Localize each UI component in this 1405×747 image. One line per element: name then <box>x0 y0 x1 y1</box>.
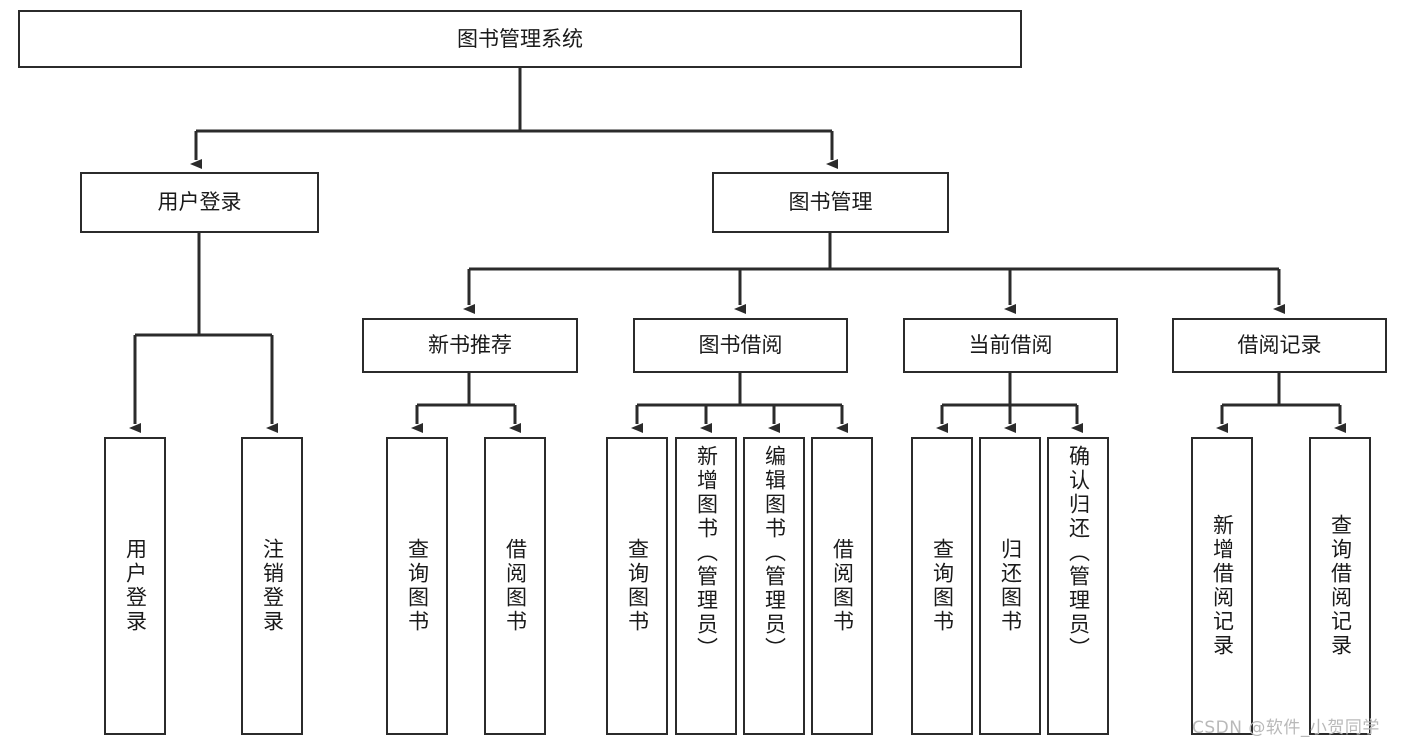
leaf-label: 借阅图书 <box>503 538 528 634</box>
node-book-borrow[interactable]: 图书借阅 <box>633 318 848 373</box>
leaf-add-borrow-record[interactable]: 新增借阅记录 <box>1191 437 1253 735</box>
leaf-borrow-book-recommend[interactable]: 借阅图书 <box>484 437 546 735</box>
watermark-text: CSDN @软件_小贺同学 <box>1192 718 1380 738</box>
leaf-logout-login[interactable]: 注销登录 <box>241 437 303 735</box>
node-label: 当前借阅 <box>968 333 1053 358</box>
leaf-label: 新增借阅记录 <box>1210 514 1235 658</box>
leaf-label: 查询图书 <box>405 538 430 634</box>
leaf-label: 查询图书 <box>625 538 650 634</box>
leaf-add-book-admin[interactable]: 新增图书（管理员） <box>675 437 737 735</box>
node-label: 图书管理 <box>788 190 873 215</box>
leaf-label: 编辑图书（管理员） <box>762 445 787 661</box>
node-root-library-management-system[interactable]: 图书管理系统 <box>18 10 1022 68</box>
leaf-label: 查询图书 <box>930 538 955 634</box>
leaf-user-login[interactable]: 用户登录 <box>104 437 166 735</box>
leaf-label: 确认归还（管理员） <box>1066 445 1091 661</box>
node-user-login[interactable]: 用户登录 <box>80 172 319 233</box>
leaf-query-book-current[interactable]: 查询图书 <box>911 437 973 735</box>
node-label: 新书推荐 <box>428 333 512 358</box>
leaf-borrow-book[interactable]: 借阅图书 <box>811 437 873 735</box>
node-label: 借阅记录 <box>1237 333 1322 358</box>
leaf-label: 借阅图书 <box>830 538 855 634</box>
node-borrow-record[interactable]: 借阅记录 <box>1172 318 1387 373</box>
leaf-query-book-borrow[interactable]: 查询图书 <box>606 437 668 735</box>
node-label: 用户登录 <box>157 190 242 215</box>
node-book-management[interactable]: 图书管理 <box>712 172 949 233</box>
leaf-label: 新增图书（管理员） <box>694 445 719 661</box>
leaf-label: 注销登录 <box>260 538 285 634</box>
leaf-query-borrow-record[interactable]: 查询借阅记录 <box>1309 437 1371 735</box>
leaf-confirm-return-admin[interactable]: 确认归还（管理员） <box>1047 437 1109 735</box>
leaf-label: 用户登录 <box>123 538 148 634</box>
node-label: 图书管理系统 <box>457 26 583 51</box>
node-new-book-recommend[interactable]: 新书推荐 <box>362 318 578 373</box>
leaf-query-book-recommend[interactable]: 查询图书 <box>386 437 448 735</box>
leaf-return-book[interactable]: 归还图书 <box>979 437 1041 735</box>
leaf-label: 查询借阅记录 <box>1328 514 1353 658</box>
node-label: 图书借阅 <box>698 333 783 358</box>
leaf-edit-book-admin[interactable]: 编辑图书（管理员） <box>743 437 805 735</box>
leaf-label: 归还图书 <box>998 538 1023 634</box>
node-current-borrow[interactable]: 当前借阅 <box>903 318 1118 373</box>
